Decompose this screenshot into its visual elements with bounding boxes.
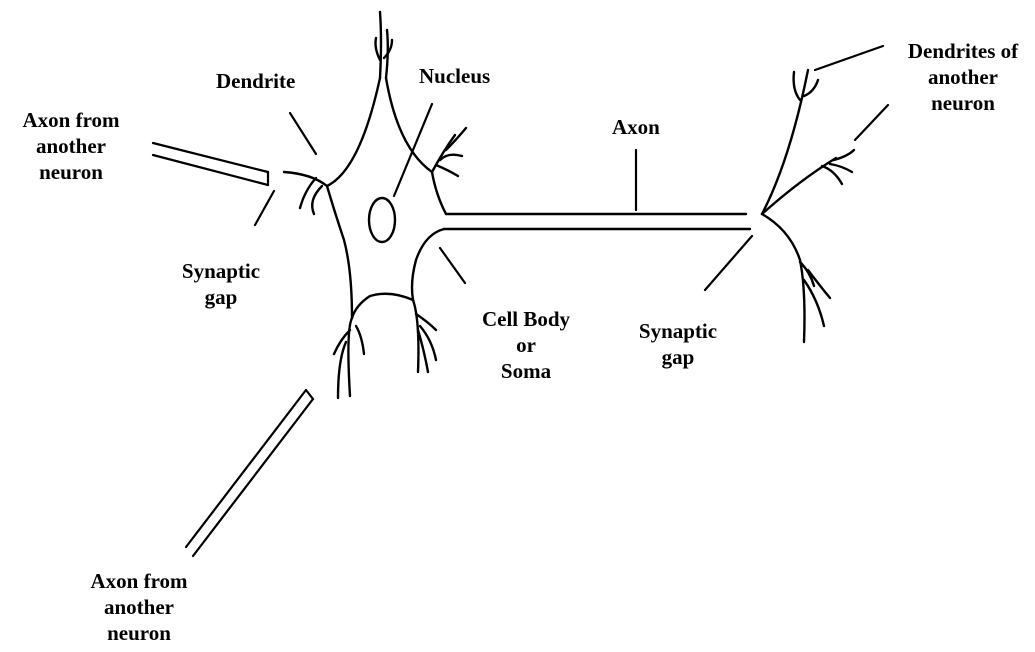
leader-synaptic-gap-left bbox=[255, 191, 274, 225]
label-line: neuron bbox=[6, 159, 136, 185]
leader-dendrites-mid bbox=[855, 105, 888, 140]
label-line: neuron bbox=[893, 90, 1033, 116]
leader-dendrites-top bbox=[815, 46, 883, 70]
leader-cell-body bbox=[440, 248, 465, 283]
label-line: Dendrites of bbox=[893, 38, 1033, 64]
incoming-axon-bottom bbox=[186, 390, 313, 556]
soma-outline bbox=[327, 78, 750, 318]
label-cell-body: Cell Body or Soma bbox=[466, 306, 586, 384]
label-axon-from-another-neuron-top: Axon from another neuron bbox=[6, 107, 136, 185]
label-line: Cell Body bbox=[466, 306, 586, 332]
label-line: or bbox=[466, 332, 586, 358]
label-line: gap bbox=[623, 344, 733, 370]
label-dendrites-of-another-neuron: Dendrites of another neuron bbox=[893, 38, 1033, 116]
label-line: gap bbox=[166, 284, 276, 310]
label-dendrite: Dendrite bbox=[216, 68, 295, 94]
label-axon: Axon bbox=[612, 114, 660, 140]
leader-nucleus bbox=[394, 104, 432, 196]
label-line: another bbox=[893, 64, 1033, 90]
label-line: Synaptic bbox=[166, 258, 276, 284]
label-line: Synaptic bbox=[623, 318, 733, 344]
label-axon-from-another-neuron-bottom: Axon from another neuron bbox=[74, 568, 204, 646]
leader-dendrite bbox=[290, 113, 316, 154]
label-nucleus: Nucleus bbox=[419, 63, 490, 89]
other-neuron-dendrites bbox=[762, 70, 854, 342]
label-synaptic-gap-left: Synaptic gap bbox=[166, 258, 276, 310]
label-line: another bbox=[74, 594, 204, 620]
label-line: another bbox=[6, 133, 136, 159]
label-line: neuron bbox=[74, 620, 204, 646]
label-line: Axon from bbox=[74, 568, 204, 594]
nucleus bbox=[369, 198, 395, 242]
leader-synaptic-gap-right bbox=[705, 236, 752, 290]
label-synaptic-gap-right: Synaptic gap bbox=[623, 318, 733, 370]
label-line: Axon from bbox=[6, 107, 136, 133]
label-line: Soma bbox=[466, 358, 586, 384]
incoming-axon-top bbox=[153, 143, 268, 185]
